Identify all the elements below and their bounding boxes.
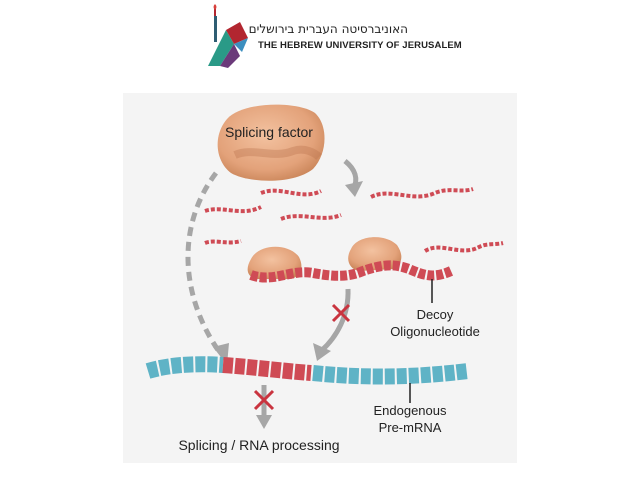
splicing-factor-label: Splicing factor xyxy=(225,124,313,140)
dashed-binding-arrow xyxy=(185,171,223,355)
decoy-oligonucleotide-diagram: Splicing factor Decoy Oligon xyxy=(145,104,504,453)
header: האוניברסיטה העברית בירושלים THE HEBREW U… xyxy=(0,0,640,78)
splicing-factor-protein xyxy=(217,104,325,181)
endogenous-pre-mrna xyxy=(145,356,469,385)
diagram-panel: Splicing factor Decoy Oligon xyxy=(123,93,517,463)
university-logo-icon xyxy=(208,4,248,68)
premrna-label-line1: Endogenous xyxy=(373,403,447,418)
outcome-label: Splicing / RNA processing xyxy=(178,437,339,453)
university-name-hebrew: האוניברסיטה העברית בירושלים xyxy=(248,22,408,36)
premrna-label-line2: Pre-mRNA xyxy=(379,420,442,435)
free-decoy-oligos xyxy=(204,187,504,253)
block-x-icon-upper xyxy=(331,303,351,323)
decoy-oligo-chain xyxy=(249,260,454,283)
factor-arrow-head-icon xyxy=(345,181,363,197)
decoy-arrow-head-icon xyxy=(313,343,331,361)
block-x-icon-lower xyxy=(253,389,275,411)
processing-arrow-head-icon xyxy=(256,415,272,429)
decoy-to-premrna-arrow xyxy=(319,288,351,353)
decoy-label-line2: Oligonucleotide xyxy=(390,324,480,339)
university-name-english: THE HEBREW UNIVERSITY OF JERUSALEM xyxy=(258,40,462,51)
decoy-label-line1: Decoy xyxy=(417,307,454,322)
